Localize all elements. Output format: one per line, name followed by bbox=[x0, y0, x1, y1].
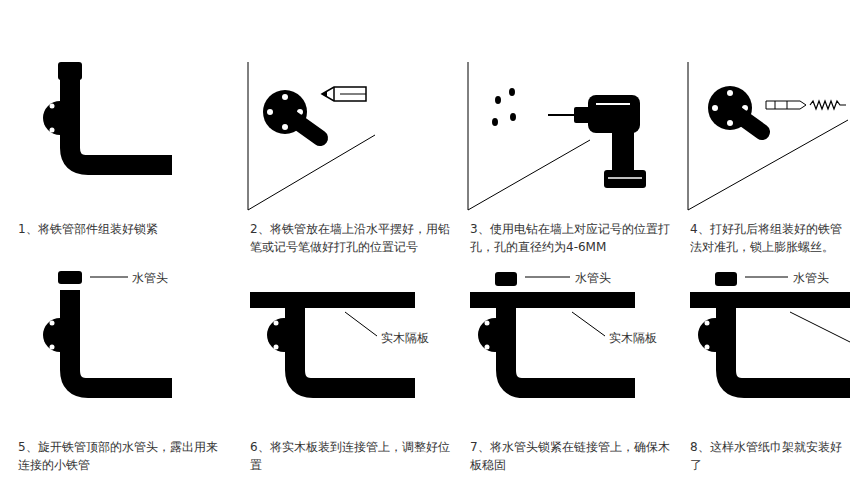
step-caption: 5、旋开铁管顶部的水管头，露出用来连接的小铁管 bbox=[18, 438, 223, 474]
part-label: 实木隔板 bbox=[609, 329, 679, 347]
panel-5-pipe bbox=[43, 271, 172, 388]
panel-3-drilling bbox=[468, 62, 646, 210]
part-label: 实木隔板 bbox=[381, 329, 451, 347]
step-caption: 4、打好孔后将组装好的铁管法对准孔，锁上膨胀螺丝。 bbox=[690, 220, 842, 256]
panel-1-pipe bbox=[43, 62, 172, 165]
part-label: 水管头 bbox=[793, 269, 845, 287]
part-label: 水管头 bbox=[132, 269, 192, 287]
step-caption: 1、将铁管部件组装好锁紧 bbox=[18, 220, 223, 238]
step-caption: 8、这样水管纸巾架就安装好了 bbox=[690, 438, 845, 474]
step-caption: 7、将水管头锁紧在链接管上，确保木板稳固 bbox=[470, 438, 675, 474]
step-caption: 3、使用电钻在墙上对应记号的位置打孔，孔的直径约为4-6MM bbox=[470, 220, 675, 256]
panel-4-anchoring bbox=[688, 62, 848, 210]
panel-2-marking bbox=[248, 62, 375, 210]
panel-7-shelf bbox=[470, 272, 635, 388]
step-caption: 6、将实木板装到连接管上，调整好位置 bbox=[250, 438, 455, 474]
step-caption: 2、将铁管放在墙上沿水平摆好，用铅笔或记号笔做好打孔的位置记号 bbox=[250, 220, 455, 256]
part-label: 水管头 bbox=[575, 269, 635, 287]
panel-8-shelf bbox=[690, 272, 850, 388]
